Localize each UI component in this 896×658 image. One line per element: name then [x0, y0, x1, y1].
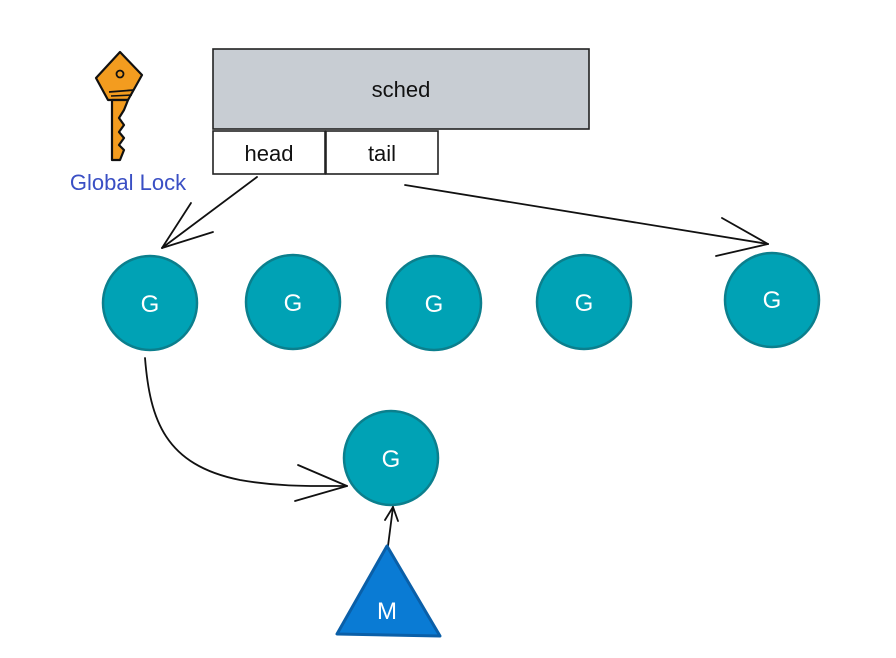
goroutine-node: G [535, 253, 633, 351]
machine-to-goroutine-arrow [384, 506, 399, 547]
running-goroutine-node: G [342, 409, 440, 507]
goroutine-label: G [382, 446, 401, 473]
tail-field-label: tail [368, 141, 396, 166]
head-field [212, 130, 326, 175]
goroutine-node: G [244, 253, 342, 351]
machine-label: M [377, 598, 397, 625]
head-field-label: head [245, 141, 294, 166]
sched-struct: sched head tail [212, 48, 590, 175]
goroutine-label: G [763, 287, 782, 314]
sched-label: sched [372, 77, 431, 102]
goroutine-node: G [101, 254, 199, 352]
tail-field [325, 130, 439, 175]
goroutine-node: G [723, 251, 821, 349]
global-lock-label: Global Lock [70, 170, 187, 195]
goroutine-label: G [284, 290, 303, 317]
goroutine-label: G [141, 291, 160, 318]
goroutine-node: G [385, 254, 483, 352]
key-icon [94, 50, 144, 162]
sched-box [212, 48, 590, 130]
machine-node: M [335, 544, 442, 638]
goroutine-label: G [575, 290, 594, 317]
dequeue-arrow [144, 357, 348, 502]
tail-pointer-arrow [404, 184, 769, 257]
head-pointer-arrow [161, 176, 258, 249]
global-run-queue: G G G G G [101, 251, 821, 352]
goroutine-label: G [425, 291, 444, 318]
